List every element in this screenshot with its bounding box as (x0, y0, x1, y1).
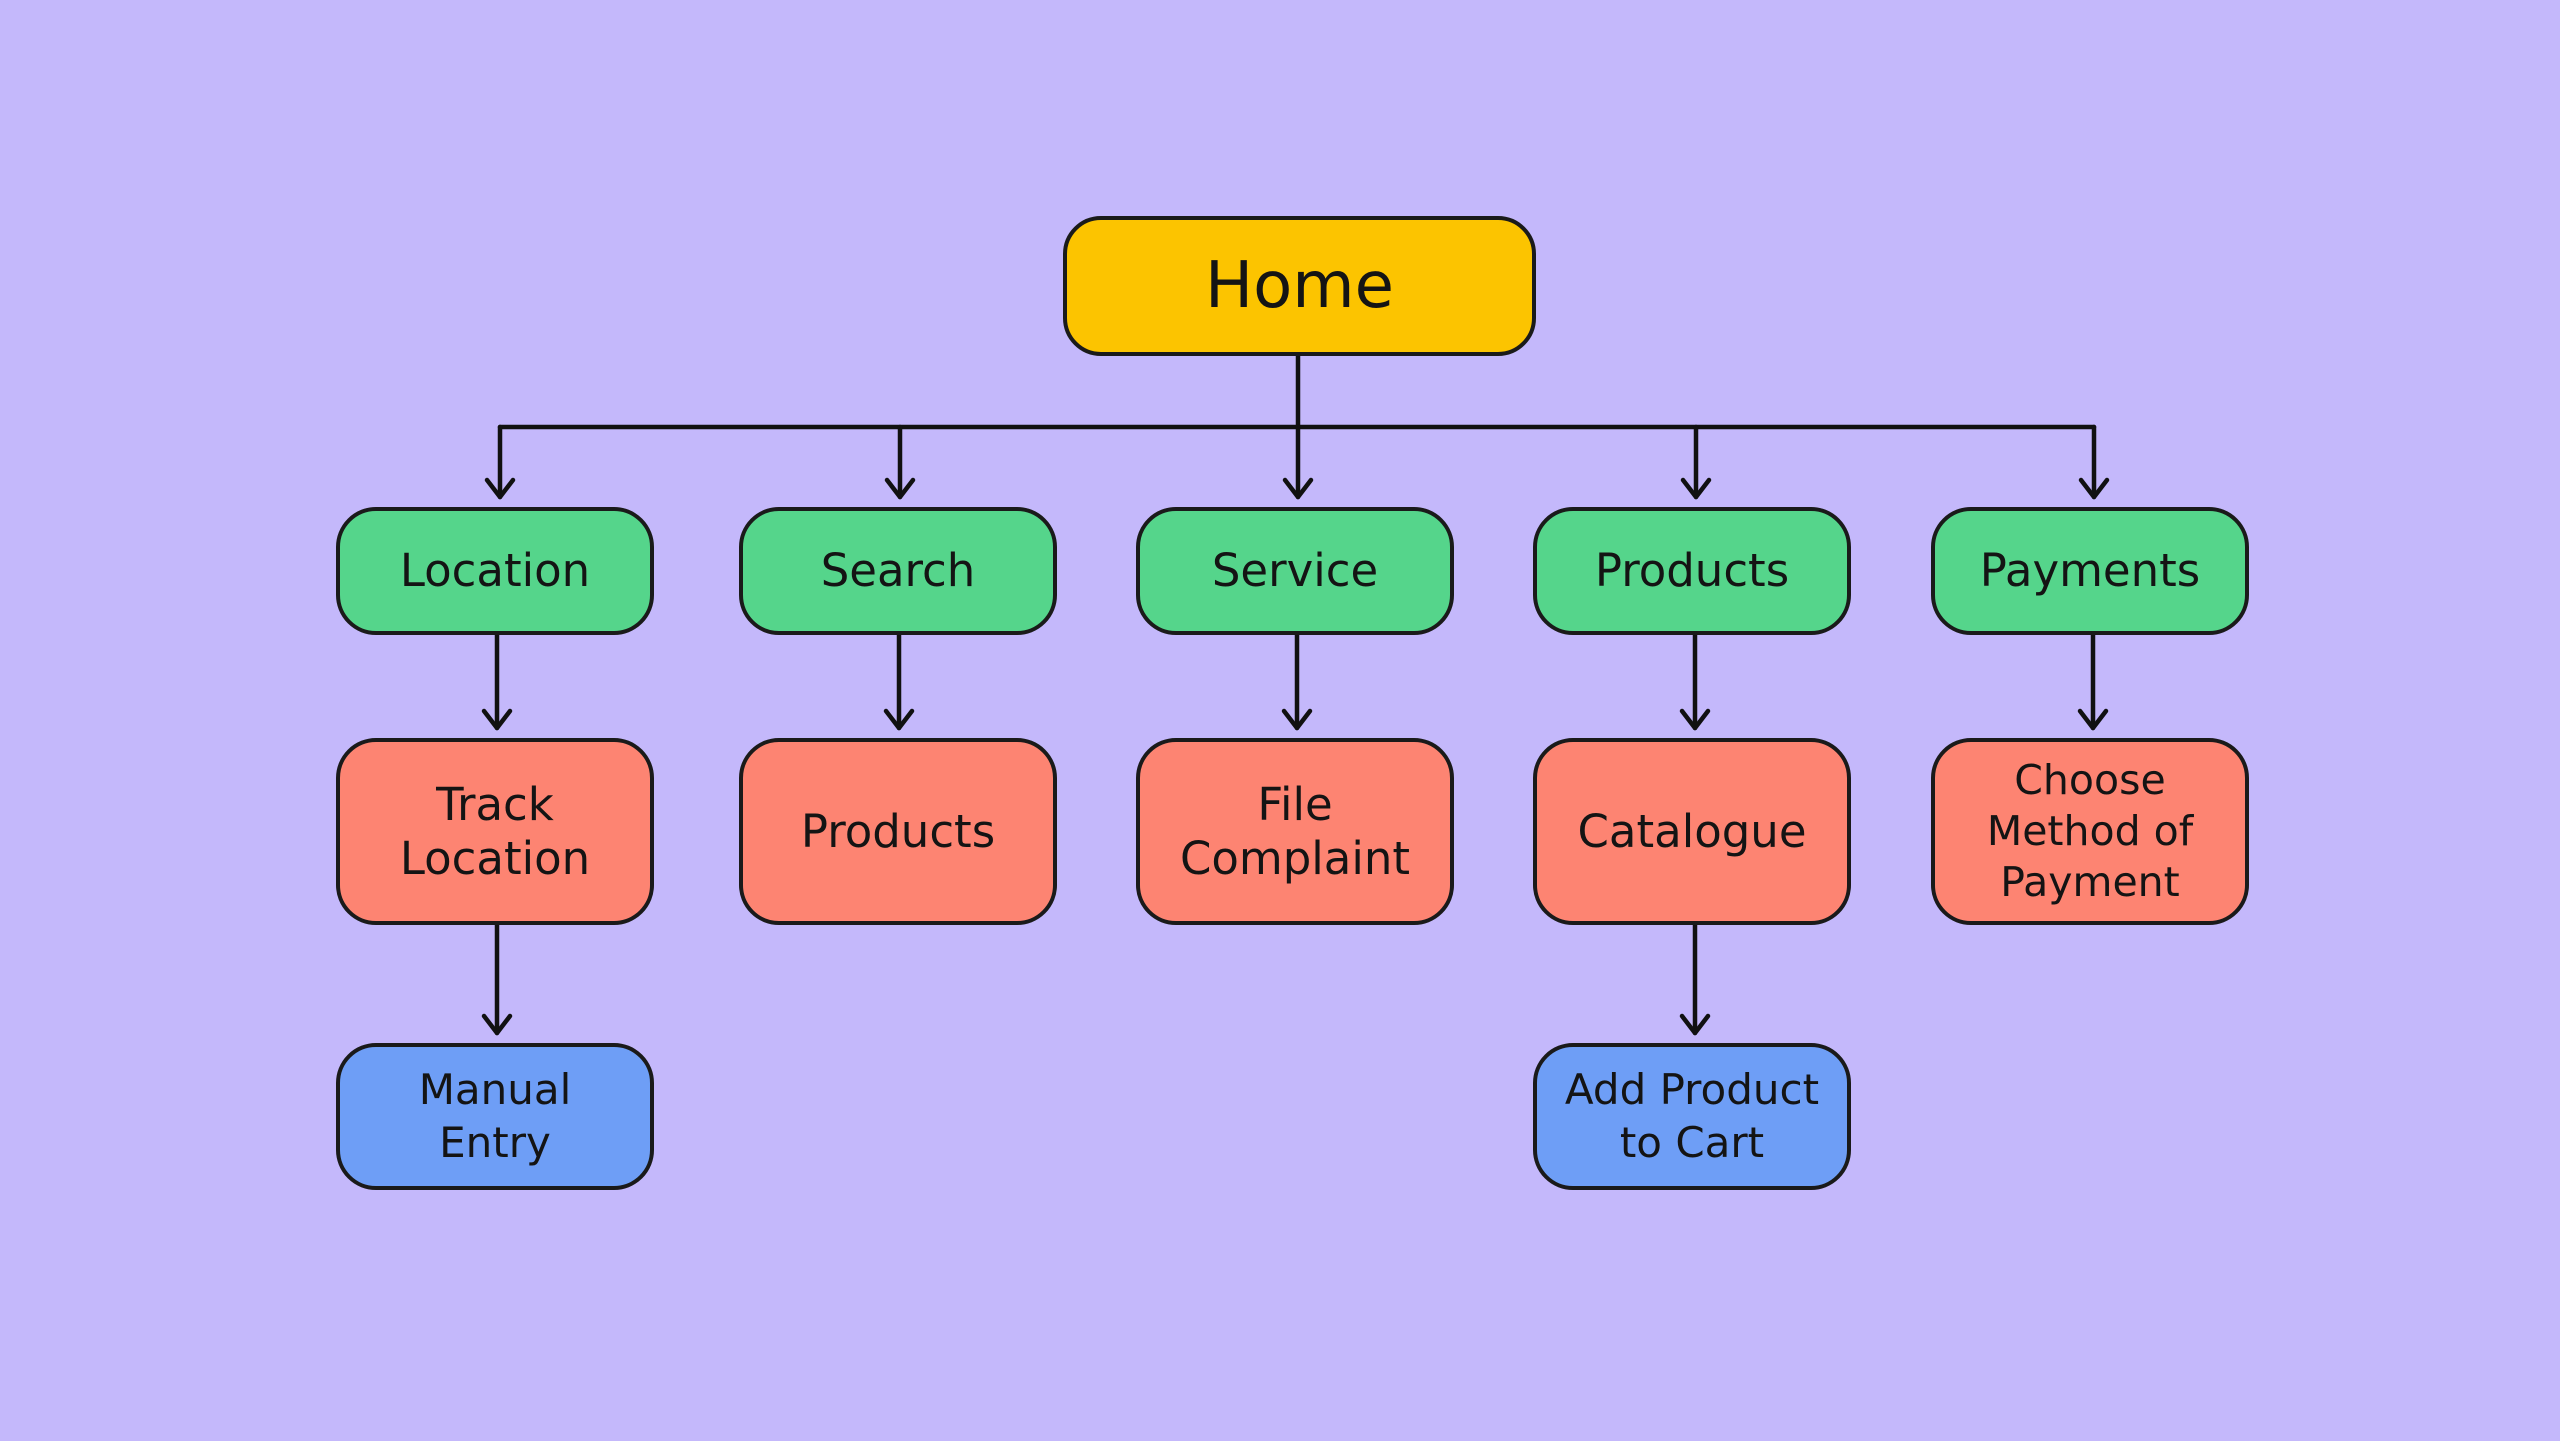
node-search-products: Products (739, 738, 1057, 925)
node-payments: Payments (1931, 507, 2249, 635)
arrowhead-service (1282, 477, 1314, 500)
arrowhead-products (1680, 477, 1712, 500)
arrowhead-manual (481, 1013, 513, 1036)
node-manual-entry: Manual Entry (336, 1043, 654, 1190)
node-location: Location (336, 507, 654, 635)
arrowhead-track (481, 708, 513, 731)
arrowhead-products2 (883, 708, 915, 731)
arrowhead-addcart (1679, 1013, 1711, 1036)
node-add-product-to-cart: Add Product to Cart (1533, 1043, 1851, 1190)
node-search: Search (739, 507, 1057, 635)
arrowhead-payments (2078, 477, 2110, 500)
node-service: Service (1136, 507, 1454, 635)
arrowhead-file (1281, 708, 1313, 731)
node-catalogue: Catalogue (1533, 738, 1851, 925)
node-choose-payment-method: Choose Method of Payment (1931, 738, 2249, 925)
arrowhead-search (884, 477, 916, 500)
arrowhead-choose (2077, 708, 2109, 731)
arrowhead-catalogue (1679, 708, 1711, 731)
node-home: Home (1063, 216, 1536, 356)
node-products: Products (1533, 507, 1851, 635)
node-track-location: Track Location (336, 738, 654, 925)
arrowhead-location (484, 477, 516, 500)
node-file-complaint: File Complaint (1136, 738, 1454, 925)
